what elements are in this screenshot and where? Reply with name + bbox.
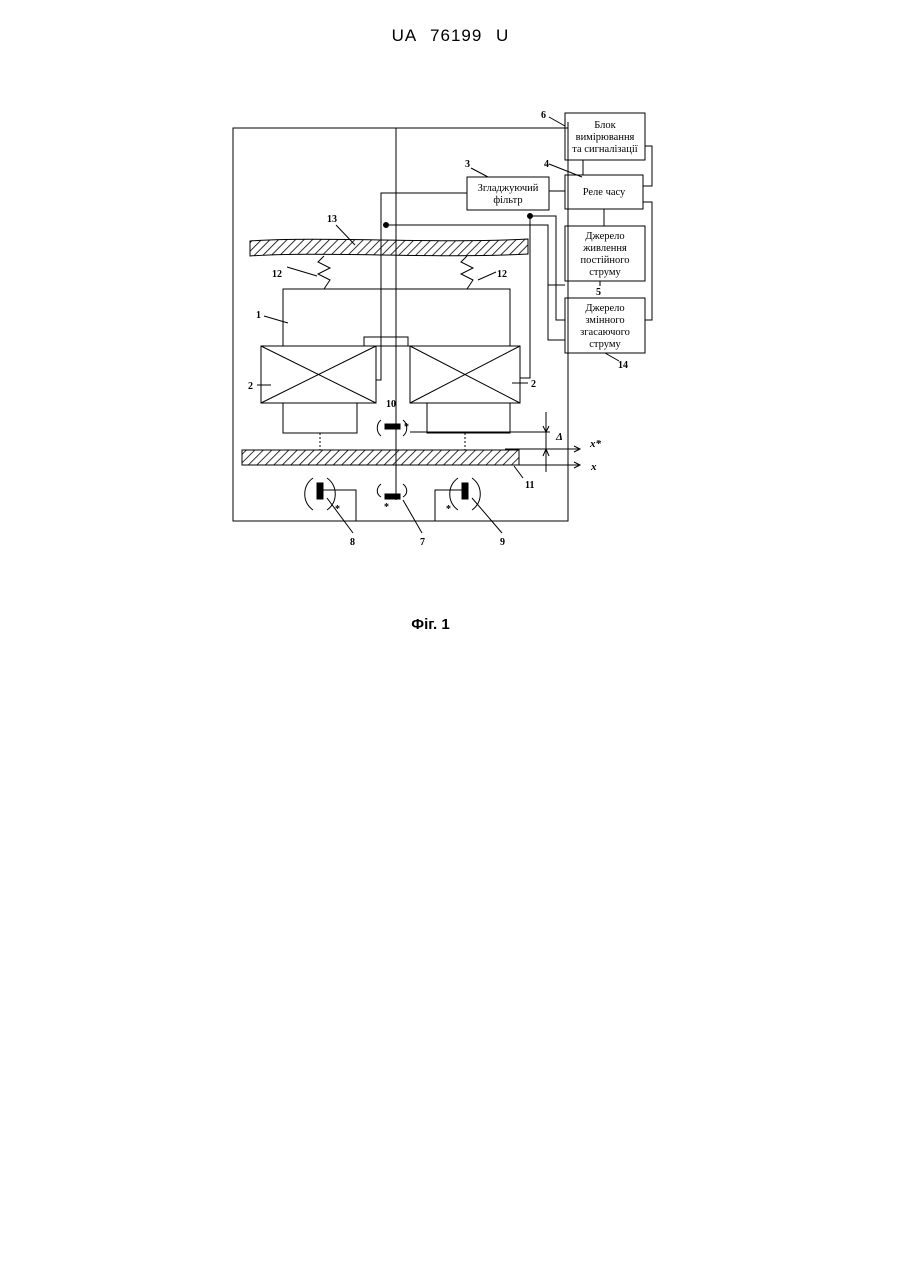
svg-text:*: * bbox=[335, 504, 340, 515]
ref-3: 3 bbox=[465, 159, 470, 170]
ref-9: 9 bbox=[500, 537, 505, 548]
ref-13: 13 bbox=[327, 214, 337, 225]
block5-line1: Джерело bbox=[585, 231, 624, 242]
block3-line2: фільтр bbox=[493, 195, 522, 206]
ref-6: 6 bbox=[541, 110, 546, 121]
ref-7: 7 bbox=[420, 537, 425, 548]
block6-line1: Блок bbox=[594, 120, 616, 131]
ref-12-left: 12 bbox=[272, 269, 282, 280]
block5-line3: постійного bbox=[580, 255, 629, 266]
spring-right bbox=[461, 256, 473, 289]
label-x: x bbox=[590, 461, 597, 473]
pole-right bbox=[427, 403, 510, 433]
label-x-star: x* bbox=[589, 438, 602, 450]
svg-text:*: * bbox=[446, 504, 451, 515]
block3-line1: Згладжуючий bbox=[478, 183, 539, 194]
block5-line4: струму bbox=[589, 267, 621, 278]
ref-14: 14 bbox=[618, 360, 628, 371]
bottom-plate bbox=[242, 450, 519, 465]
block5-line2: живлення bbox=[582, 243, 627, 254]
sensor-7 bbox=[385, 494, 400, 499]
ref-1: 1 bbox=[256, 310, 261, 321]
label-delta: Δ bbox=[555, 431, 563, 443]
ref-11: 11 bbox=[525, 480, 534, 491]
sensor-8 bbox=[317, 483, 323, 499]
ref-2-left: 2 bbox=[248, 381, 253, 392]
top-plate bbox=[250, 239, 528, 256]
block6-line3: та сигналізації bbox=[572, 144, 637, 155]
sensor-9 bbox=[462, 483, 468, 499]
loop-relay-measurement bbox=[643, 146, 652, 186]
block14-line1: Джерело bbox=[585, 303, 624, 314]
block6-line2: вимірювання bbox=[576, 132, 635, 143]
block14-line3: згасаючого bbox=[580, 327, 630, 338]
ref-10: 10 bbox=[386, 399, 396, 410]
sensor-10 bbox=[385, 424, 400, 429]
ref-5: 5 bbox=[596, 287, 601, 298]
wire-bottom bbox=[233, 490, 465, 521]
svg-text:*: * bbox=[384, 502, 389, 513]
ref-8: 8 bbox=[350, 537, 355, 548]
loop-relay-sources bbox=[643, 202, 652, 320]
figure-caption: Фіг. 1 bbox=[0, 616, 861, 633]
block4-line1: Реле часу bbox=[583, 187, 626, 198]
block14-line4: струму bbox=[589, 339, 621, 350]
ref-12-right: 12 bbox=[497, 269, 507, 280]
pole-left bbox=[283, 403, 357, 433]
spring-left bbox=[318, 256, 330, 289]
block14-line2: змінного bbox=[585, 315, 624, 326]
svg-text:*: * bbox=[404, 422, 409, 433]
ref-2-right: 2 bbox=[531, 379, 536, 390]
ref-4: 4 bbox=[544, 159, 549, 170]
